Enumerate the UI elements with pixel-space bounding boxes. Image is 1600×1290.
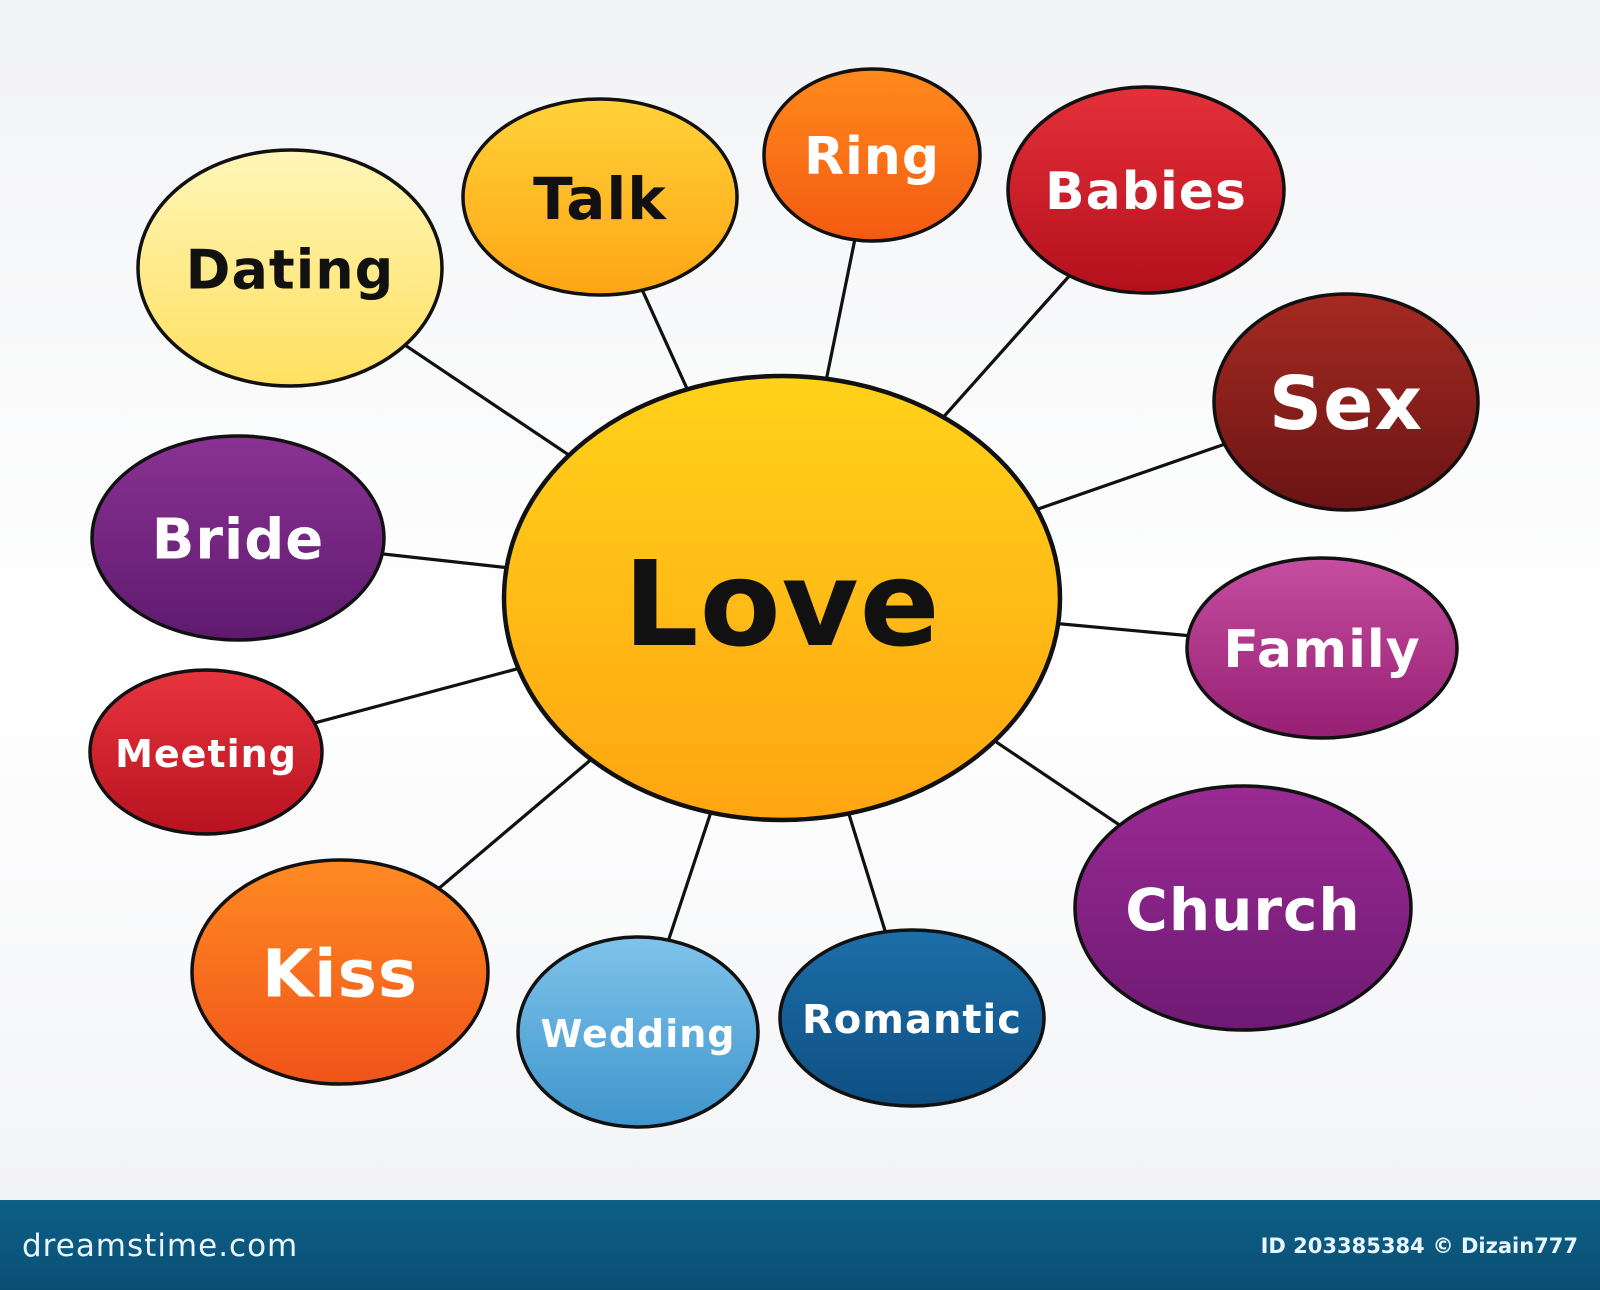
node-talk: Talk	[461, 97, 739, 297]
node-bubble-wedding	[516, 935, 760, 1129]
node-kiss: Kiss	[190, 858, 490, 1086]
node-family: Family	[1185, 556, 1459, 740]
center-bubble	[501, 373, 1063, 823]
image-credit: ID 203385384 © Dizain777	[1253, 1234, 1578, 1258]
node-bubble-family	[1185, 556, 1459, 740]
node-bubble-meeting	[88, 668, 324, 836]
connector-lines	[310, 236, 1229, 944]
node-bubble-church	[1073, 784, 1413, 1032]
node-babies: Babies	[1006, 85, 1286, 295]
node-label-meeting: Meeting	[115, 732, 297, 776]
node-dating: Dating	[136, 148, 444, 388]
node-bubble-kiss	[190, 858, 490, 1086]
node-label-dating: Dating	[186, 239, 395, 302]
node-bubble-ring	[762, 67, 982, 243]
connector-meeting	[310, 665, 526, 726]
connector-talk	[639, 286, 691, 396]
node-label-babies: Babies	[1045, 162, 1247, 222]
connector-romantic	[845, 807, 888, 936]
node-label-bride: Bride	[152, 508, 325, 573]
connector-kiss	[435, 754, 597, 892]
connector-wedding	[666, 806, 714, 944]
node-label-wedding: Wedding	[540, 1012, 735, 1056]
node-bride: Bride	[90, 434, 386, 642]
node-ring: Ring	[762, 67, 982, 243]
node-label-church: Church	[1125, 876, 1360, 944]
node-bubble-babies	[1006, 85, 1286, 295]
node-romantic: Romantic	[778, 928, 1046, 1108]
connector-family	[1050, 621, 1193, 638]
node-sex: Sex	[1212, 292, 1480, 512]
mind-map: Love Dating Talk RingBabiesSexFamilyChurch…	[88, 67, 1480, 1129]
image-id: ID 203385384	[1260, 1234, 1425, 1258]
node-bubble-sex	[1212, 292, 1480, 512]
node-label-family: Family	[1223, 620, 1420, 680]
node-label-ring: Ring	[804, 127, 940, 187]
author-credit[interactable]: © Dizain777	[1432, 1234, 1578, 1258]
node-bubble-talk	[461, 97, 739, 297]
connector-sex	[1030, 441, 1229, 513]
node-label-talk: Talk	[533, 165, 667, 233]
node-label-kiss: Kiss	[262, 936, 418, 1013]
center-label: Love	[623, 535, 940, 673]
footer-bar: dreamstime.com ID 203385384 © Dizain777	[0, 1200, 1600, 1290]
node-label-romantic: Romantic	[802, 997, 1022, 1043]
connector-bride	[377, 551, 514, 570]
node-wedding: Wedding	[516, 935, 760, 1129]
branch-nodes: Dating Talk RingBabiesSexFamilyChurchRoman…	[88, 67, 1480, 1129]
center-node: Love	[501, 373, 1063, 823]
node-meeting: Meeting	[88, 668, 324, 836]
connector-babies	[938, 272, 1073, 423]
node-church: Church	[1073, 784, 1413, 1032]
connector-dating	[401, 342, 576, 460]
brand-logo-text[interactable]: dreamstime.com	[22, 1228, 299, 1264]
node-label-sex: Sex	[1269, 361, 1423, 447]
connector-ring	[823, 236, 857, 385]
connector-church	[988, 736, 1124, 829]
node-bubble-bride	[90, 434, 386, 642]
node-bubble-romantic	[778, 928, 1046, 1108]
node-bubble-dating	[136, 148, 444, 388]
